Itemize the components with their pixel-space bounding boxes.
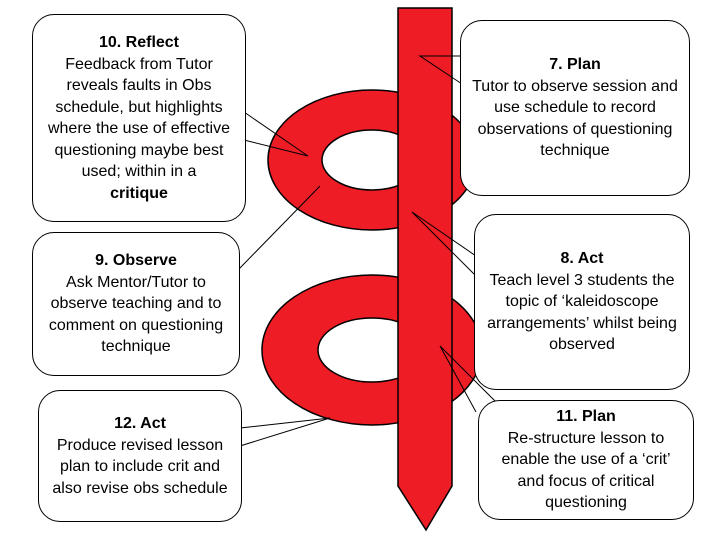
callout-title: 9. Observe bbox=[95, 252, 177, 270]
callout-title: 12. Act bbox=[114, 415, 166, 432]
pointer-10 bbox=[243, 111, 309, 157]
callout-title: 8. Act bbox=[560, 250, 604, 268]
pointer-lines bbox=[237, 55, 497, 447]
callout-observe-9: 9. Observe Ask Mentor/Tutor to observe t… bbox=[32, 232, 240, 376]
callout-body: Feedback from Tutor reveals faults in Ob… bbox=[47, 55, 231, 181]
pointer-11 bbox=[439, 345, 497, 413]
callout-title: 7. Plan bbox=[549, 56, 601, 74]
callout-plan-11: 11. Plan Re-structure lesson to enable t… bbox=[478, 400, 694, 520]
callout-act-12: 12. Act Produce revised lesson plan to i… bbox=[38, 390, 242, 522]
callout-emphasis: critique bbox=[110, 184, 168, 202]
pointer-12 bbox=[239, 417, 331, 447]
callout-body: Teach level 3 students the topic of ‘kal… bbox=[487, 271, 677, 354]
pointer-8 bbox=[411, 211, 477, 277]
callout-act-8: 8. Act Teach level 3 students the topic … bbox=[474, 214, 690, 390]
callout-body: Tutor to observe session and use schedul… bbox=[472, 77, 678, 160]
pointer-7 bbox=[418, 55, 463, 85]
callout-title: 11. Plan bbox=[556, 408, 616, 426]
shaft-arrow bbox=[397, 7, 453, 532]
callout-body: Re-structure lesson to enable the use of… bbox=[501, 429, 671, 512]
spiral-shape bbox=[261, 7, 483, 532]
callout-reflect-10: 10. Reflect Feedback from Tutor reveals … bbox=[32, 14, 246, 222]
pointer-9 bbox=[237, 185, 321, 271]
callout-body: Ask Mentor/Tutor to observe teaching and… bbox=[48, 273, 224, 356]
callout-title: 10. Reflect bbox=[98, 34, 180, 51]
callout-plan-7: 7. Plan Tutor to observe session and use… bbox=[460, 20, 690, 196]
callout-body: Produce revised lesson plan to include c… bbox=[52, 436, 228, 497]
